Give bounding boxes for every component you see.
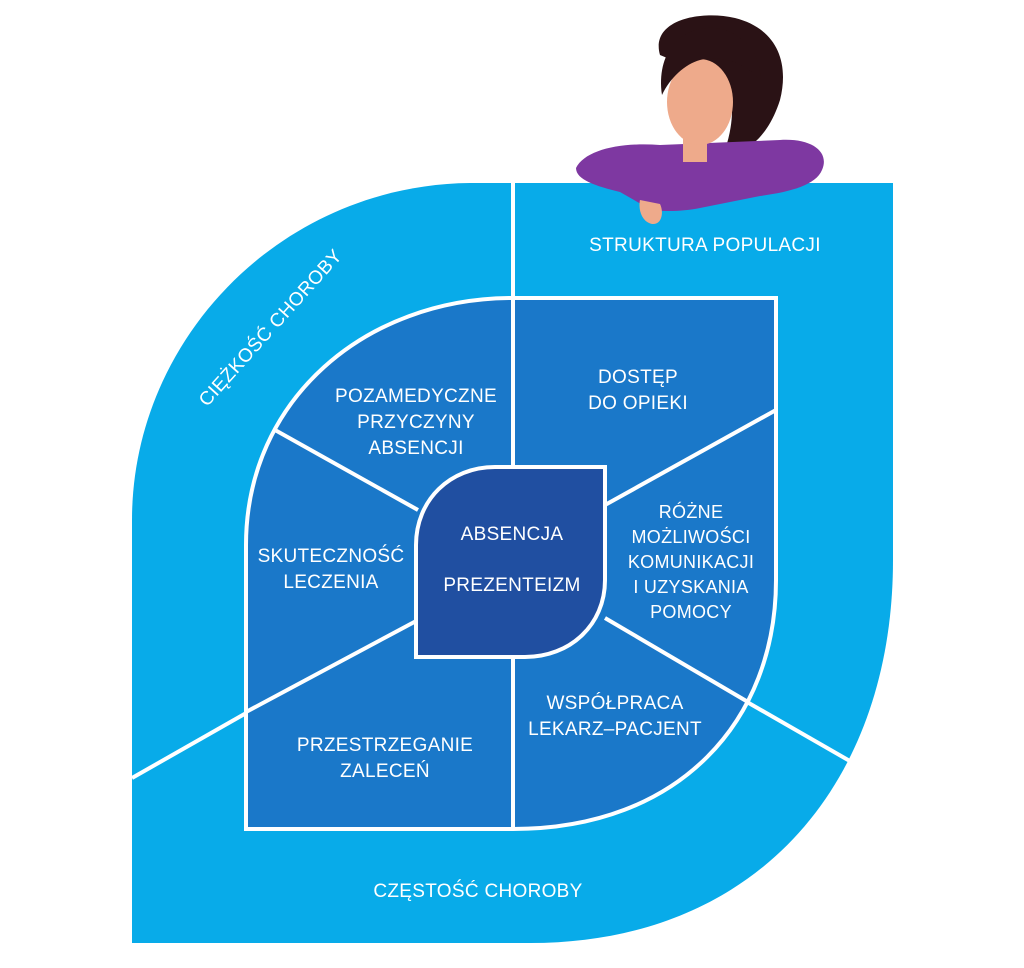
segment-doctor-patient-cooperation: WSPÓŁPRACA LEKARZ–PACJENT (528, 692, 702, 740)
inner-divider-lower-right (603, 616, 750, 704)
label-population-structure: STRUKTURA POPULACJI (589, 235, 821, 256)
segment-non-medical-line-1: POZAMEDYCZNE (335, 386, 497, 407)
segment-communication: RÓŻNE MOŻLIWOŚCI KOMUNIKACJI I UZYSKANIA… (628, 501, 754, 622)
center-core: ABSENCJA PREZENTEIZM (443, 524, 580, 596)
segment-effectiveness-line-2: LECZENIA (283, 572, 378, 593)
center-leaf-shape (414, 465, 607, 659)
segment-access-line-1: DOSTĘP (598, 367, 678, 388)
segment-communication-line-4: I UZYSKANIA (633, 577, 748, 597)
segment-communication-line-1: RÓŻNE (659, 501, 724, 522)
segment-non-medical-line-2: PRZYCZYNY (357, 412, 475, 433)
segment-communication-line-3: KOMUNIKACJI (628, 552, 754, 572)
inner-divider-upper-right (604, 408, 777, 507)
segment-communication-line-5: POMOCY (650, 602, 732, 622)
segment-adherence: PRZESTRZEGANIE ZALECEŃ (297, 735, 473, 782)
segment-non-medical-reasons: POZAMEDYCZNE PRZYCZYNY ABSENCJI (335, 386, 497, 459)
center-presenteeism: PREZENTEIZM (443, 575, 580, 596)
segment-access-line-2: DO OPIEKI (588, 393, 688, 414)
person-leaning-icon (576, 15, 824, 225)
segment-cooperation-line-2: LEKARZ–PACJENT (528, 719, 702, 740)
outer-divider-left (131, 710, 249, 780)
label-disease-frequency: CZĘSTOŚĆ CHOROBY (373, 880, 582, 902)
segment-communication-line-2: MOŻLIWOŚCI (632, 526, 751, 547)
outer-divider-right (746, 700, 863, 770)
segment-non-medical-line-3: ABSENCJI (368, 438, 463, 459)
segment-adherence-line-2: ZALECEŃ (340, 761, 430, 782)
segment-treatment-effectiveness: SKUTECZNOŚĆ LECZENIA (258, 545, 405, 593)
segment-cooperation-line-1: WSPÓŁPRACA (546, 692, 683, 714)
inner-divider-lower-left (245, 618, 419, 714)
segment-effectiveness-line-1: SKUTECZNOŚĆ (258, 545, 405, 567)
inner-divider-upper-left (274, 428, 419, 512)
center-absence: ABSENCJA (461, 524, 564, 545)
segment-adherence-line-1: PRZESTRZEGANIE (297, 735, 473, 756)
segment-access-to-care: DOSTĘP DO OPIEKI (588, 367, 688, 414)
